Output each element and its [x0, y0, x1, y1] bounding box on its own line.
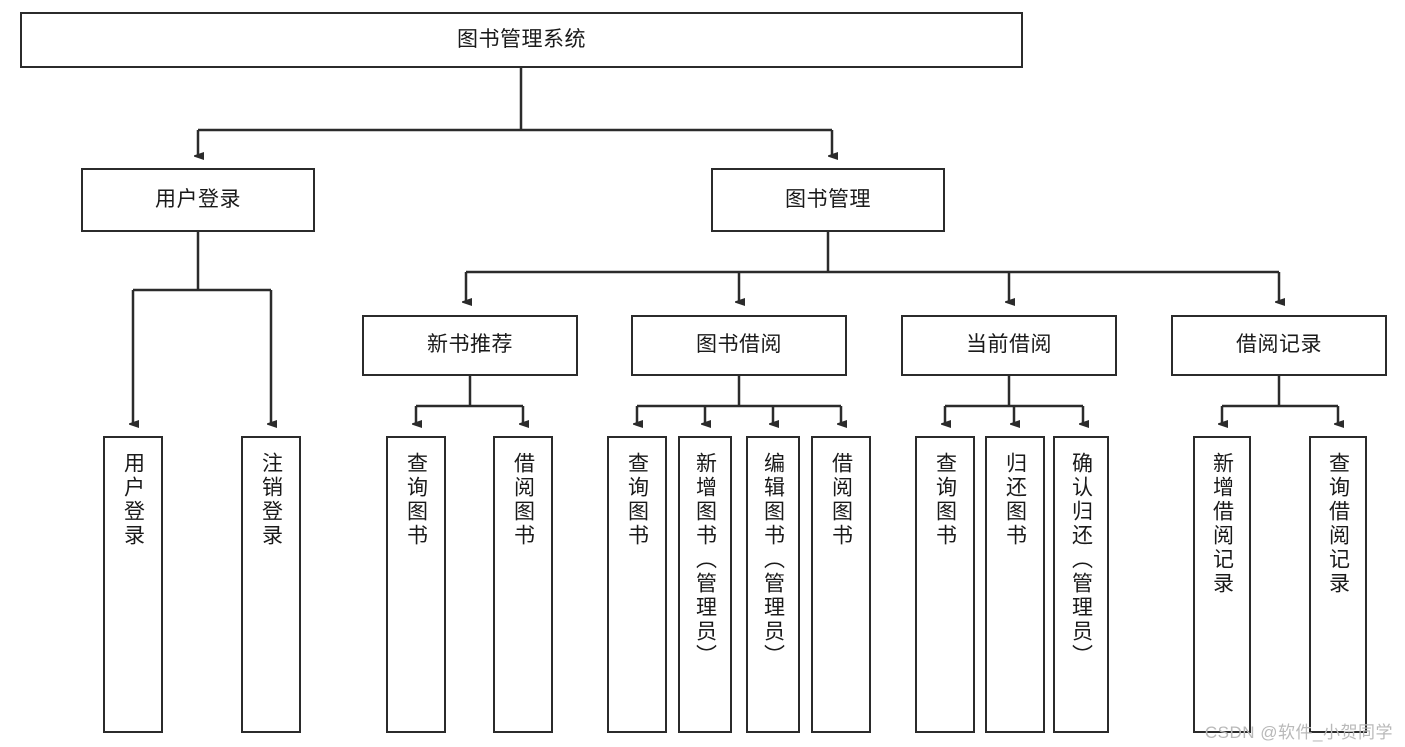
leaf-user-login-login-label: 用户登录 [121, 452, 145, 548]
node-borrow-record-label: 借阅记录 [1236, 333, 1322, 357]
leaf-book-borrow-query[interactable]: 查询图书 [607, 436, 667, 733]
leaf-new-book-query-label: 查询图书 [404, 452, 428, 548]
node-current-borrow[interactable]: 当前借阅 [901, 315, 1117, 376]
leaf-book-borrow-edit-label: 编辑图书（管理员） [761, 452, 785, 668]
leaf-book-borrow-query-label: 查询图书 [625, 452, 649, 548]
leaf-current-borrow-return[interactable]: 归还图书 [985, 436, 1045, 733]
leaf-user-login-logout[interactable]: 注销登录 [241, 436, 301, 733]
node-user-login[interactable]: 用户登录 [81, 168, 315, 232]
leaf-user-login-logout-label: 注销登录 [259, 452, 283, 548]
node-current-borrow-label: 当前借阅 [966, 333, 1052, 357]
leaf-book-borrow-borrow-label: 借阅图书 [829, 452, 853, 548]
leaf-current-borrow-query-label: 查询图书 [933, 452, 957, 548]
leaf-borrow-record-add[interactable]: 新增借阅记录 [1193, 436, 1251, 733]
leaf-borrow-record-query[interactable]: 查询借阅记录 [1309, 436, 1367, 733]
leaf-book-borrow-add[interactable]: 新增图书（管理员） [678, 436, 732, 733]
node-book-borrow[interactable]: 图书借阅 [631, 315, 847, 376]
leaf-book-borrow-edit[interactable]: 编辑图书（管理员） [746, 436, 800, 733]
node-book-management-label: 图书管理 [785, 187, 871, 211]
leaf-user-login-login[interactable]: 用户登录 [103, 436, 163, 733]
leaf-borrow-record-query-label: 查询借阅记录 [1326, 452, 1350, 596]
leaf-current-borrow-return-label: 归还图书 [1003, 452, 1027, 548]
node-root-system-label: 图书管理系统 [457, 27, 586, 51]
leaf-current-borrow-confirm-return[interactable]: 确认归还（管理员） [1053, 436, 1109, 733]
leaf-new-book-borrow-label: 借阅图书 [511, 452, 535, 548]
leaf-book-borrow-add-label: 新增图书（管理员） [693, 452, 717, 668]
leaf-current-borrow-query[interactable]: 查询图书 [915, 436, 975, 733]
node-new-book-recommend-label: 新书推荐 [427, 333, 513, 357]
leaf-new-book-query[interactable]: 查询图书 [386, 436, 446, 733]
node-user-login-label: 用户登录 [155, 187, 241, 211]
leaf-new-book-borrow[interactable]: 借阅图书 [493, 436, 553, 733]
csdn-watermark: CSDN @软件_小贺同学 [1204, 723, 1393, 742]
node-book-borrow-label: 图书借阅 [696, 333, 782, 357]
leaf-borrow-record-add-label: 新增借阅记录 [1210, 452, 1234, 596]
node-new-book-recommend[interactable]: 新书推荐 [362, 315, 578, 376]
node-root-system[interactable]: 图书管理系统 [20, 12, 1023, 68]
leaf-book-borrow-borrow[interactable]: 借阅图书 [811, 436, 871, 733]
leaf-current-borrow-confirm-return-label: 确认归还（管理员） [1069, 452, 1093, 668]
node-book-management[interactable]: 图书管理 [711, 168, 945, 232]
node-borrow-record[interactable]: 借阅记录 [1171, 315, 1387, 376]
